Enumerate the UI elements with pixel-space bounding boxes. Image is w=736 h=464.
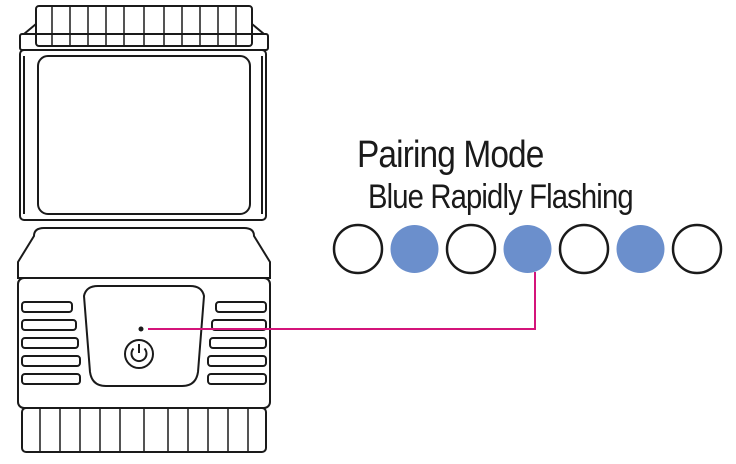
lantern-base-body	[17, 277, 271, 409]
blinking-pattern-label: Blue Rapidly Flashing	[368, 178, 634, 216]
indicator-sequence	[332, 223, 723, 275]
indicator-circle-off	[671, 223, 723, 275]
indicator-circle-off	[332, 223, 384, 275]
indicator-circle-off	[445, 223, 497, 275]
lantern-lamp-body	[19, 49, 267, 221]
led-indicator-icon	[138, 326, 144, 332]
lantern-bottom-base	[21, 407, 267, 453]
leader-line	[148, 272, 536, 330]
power-button-icon[interactable]	[124, 339, 154, 369]
indicator-circle-blue	[503, 225, 552, 273]
indicator-circle-off	[558, 223, 610, 275]
lantern-shoulder	[17, 227, 271, 279]
pairing-mode-title: Pairing Mode	[357, 134, 544, 176]
indicator-circle-blue	[616, 225, 665, 273]
lantern-top-cap	[19, 5, 269, 51]
indicator-circle-blue	[390, 225, 439, 273]
